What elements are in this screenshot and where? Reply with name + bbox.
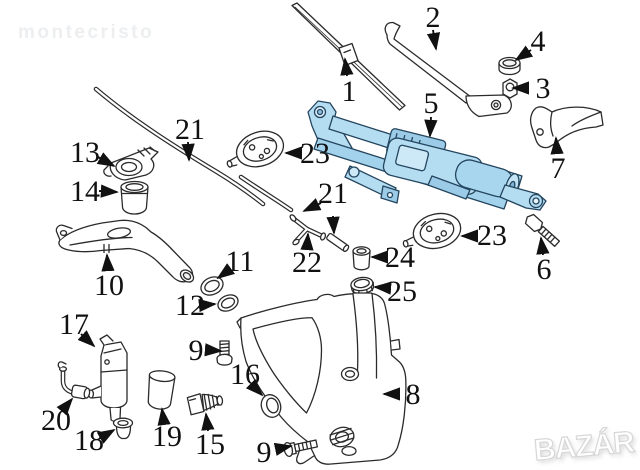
wiper-motor-assembly-5 <box>307 100 547 211</box>
reservoir-cap-25 <box>350 276 375 296</box>
part-label-11: 11 <box>226 245 255 278</box>
hose-piece-21 <box>326 232 350 253</box>
part-label-7: 7 <box>551 152 566 185</box>
part-label-9a: 9 <box>189 334 204 367</box>
grommet-24 <box>352 246 371 271</box>
part-label-17: 17 <box>59 308 89 341</box>
cap-4 <box>498 56 521 76</box>
grommet-18 <box>112 417 134 440</box>
part-label-18: 18 <box>74 424 104 457</box>
part-label-13: 13 <box>70 136 100 169</box>
part-label-24: 24 <box>385 241 415 274</box>
part-label-10: 10 <box>94 269 124 302</box>
wiper-arm-2 <box>384 21 512 118</box>
part-label-1: 1 <box>342 75 357 108</box>
part-label-3: 3 <box>536 72 551 105</box>
part-label-15: 15 <box>195 428 225 461</box>
part-label-4: 4 <box>531 25 546 58</box>
seller-watermark: montecristo <box>18 22 155 43</box>
grommet-16 <box>260 394 282 418</box>
hose-connector-22 <box>289 214 327 246</box>
part-label-25: 25 <box>387 275 417 308</box>
cap-13 <box>103 146 159 181</box>
filler-neck-14 <box>120 180 149 215</box>
part-label-21b: 21 <box>318 177 348 210</box>
part-label-9b: 9 <box>257 436 272 469</box>
part-label-23b: 23 <box>477 219 507 252</box>
elbow-connector-20 <box>57 361 91 400</box>
washer-hose-21 <box>93 86 294 213</box>
o-ring-11 <box>200 276 224 296</box>
part-label-8: 8 <box>406 378 421 411</box>
washer-reservoir-8 <box>236 292 407 465</box>
o-ring-12 <box>217 294 239 312</box>
leader-arrows <box>56 29 564 456</box>
washer-pump-17 <box>87 334 128 422</box>
cowl-water-channel-10 <box>55 219 195 283</box>
filter-19 <box>147 370 176 410</box>
part-label-12: 12 <box>175 289 205 322</box>
part-label-23a: 23 <box>300 137 330 170</box>
part-label-5: 5 <box>424 87 439 120</box>
part-label-6: 6 <box>537 253 552 286</box>
clip-23-left <box>220 124 289 177</box>
bolt-9-upper <box>216 340 233 366</box>
part-label-22: 22 <box>292 246 322 279</box>
part-label-20: 20 <box>41 404 71 437</box>
part-label-14: 14 <box>70 175 100 208</box>
part-label-19: 19 <box>152 420 182 453</box>
part-label-21a: 21 <box>175 113 205 146</box>
mount-bracket-7 <box>529 106 604 149</box>
level-sensor-15 <box>186 393 224 416</box>
part-label-2: 2 <box>426 1 441 34</box>
part-label-16: 16 <box>230 358 260 391</box>
